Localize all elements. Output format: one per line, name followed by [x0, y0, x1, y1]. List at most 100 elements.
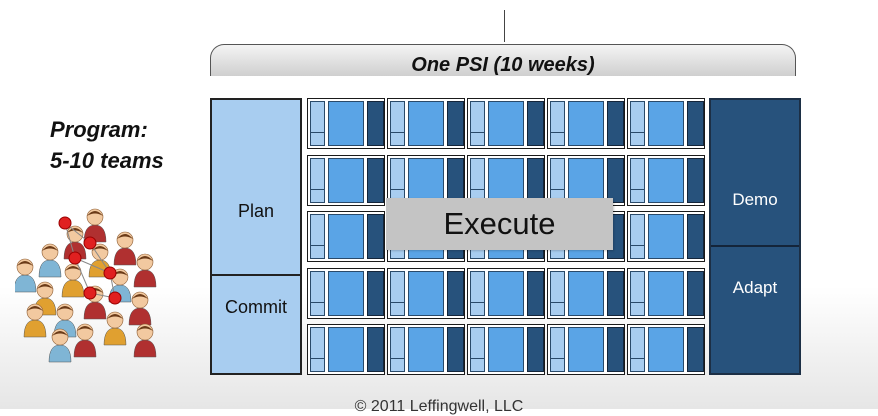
segment-divider [311, 188, 324, 190]
network-node [108, 291, 122, 305]
story-backlog-segment [470, 157, 485, 203]
done-segment [607, 157, 624, 203]
work-segment [488, 157, 524, 203]
brace-stem [504, 10, 505, 42]
story-backlog-segment [310, 270, 325, 316]
network-node [68, 251, 82, 265]
iteration-cell [547, 324, 625, 375]
story-backlog-segment [630, 327, 645, 372]
segment-divider [311, 301, 324, 303]
done-segment [607, 101, 624, 146]
segment-divider [551, 358, 564, 360]
done-segment [447, 101, 464, 146]
done-segment [687, 101, 704, 146]
done-segment [367, 101, 384, 146]
iteration-cell [307, 98, 385, 149]
work-segment [408, 327, 444, 372]
person-icon [133, 323, 157, 358]
team-people-icon [15, 208, 157, 363]
segment-divider [391, 188, 404, 190]
done-segment [527, 101, 544, 146]
work-segment [328, 270, 364, 316]
story-backlog-segment [470, 101, 485, 146]
psi-brace [210, 44, 796, 76]
person-icon [48, 328, 72, 363]
segment-divider [471, 358, 484, 360]
program-title: Program: [50, 117, 148, 142]
story-backlog-segment [310, 157, 325, 203]
demo-box: Demo [711, 100, 799, 247]
iteration-cell [627, 98, 705, 149]
work-segment [488, 101, 524, 146]
iteration-cell [547, 267, 625, 319]
done-segment [687, 157, 704, 203]
done-segment [367, 214, 384, 259]
iteration-cell [627, 267, 705, 319]
iteration-cell [307, 154, 385, 206]
segment-divider [391, 301, 404, 303]
person-icon [61, 263, 85, 298]
iteration-cell [467, 98, 545, 149]
story-backlog-segment [310, 214, 325, 259]
work-segment [408, 157, 444, 203]
story-backlog-segment [550, 270, 565, 316]
done-segment [527, 157, 544, 203]
story-backlog-segment [630, 157, 645, 203]
iteration-cell [307, 267, 385, 319]
commit-label: Commit [225, 297, 287, 317]
segment-divider [471, 132, 484, 134]
story-backlog-segment [630, 214, 645, 259]
iteration-cell [387, 98, 465, 149]
work-segment [328, 327, 364, 372]
work-segment [488, 270, 524, 316]
story-backlog-segment [390, 101, 405, 146]
done-segment [527, 270, 544, 316]
done-segment [447, 327, 464, 372]
segment-divider [631, 301, 644, 303]
story-backlog-segment [550, 101, 565, 146]
network-node [58, 216, 72, 230]
person-icon [83, 208, 107, 243]
work-segment [408, 270, 444, 316]
segment-divider [311, 245, 324, 247]
done-segment [367, 270, 384, 316]
person-icon [133, 253, 157, 288]
iteration-cell [627, 324, 705, 375]
done-segment [367, 327, 384, 372]
iteration-cell [467, 324, 545, 375]
person-icon [23, 303, 47, 338]
story-backlog-segment [390, 157, 405, 203]
work-segment [568, 327, 604, 372]
segment-divider [631, 132, 644, 134]
segment-divider [471, 188, 484, 190]
plan-label: Plan [237, 201, 275, 221]
demo-adapt-column: Demo Adapt [709, 98, 801, 375]
segment-divider [391, 132, 404, 134]
done-segment [527, 327, 544, 372]
iteration-cell [387, 267, 465, 319]
done-segment [447, 270, 464, 316]
story-backlog-segment [390, 270, 405, 316]
done-segment [607, 270, 624, 316]
person-icon [73, 323, 97, 358]
plan-commit-column: Plan Commit [210, 98, 302, 375]
work-segment [568, 101, 604, 146]
story-backlog-segment [630, 101, 645, 146]
segment-divider [311, 132, 324, 134]
segment-divider [471, 301, 484, 303]
iteration-cell [387, 324, 465, 375]
iteration-cell [547, 154, 625, 206]
segment-divider [631, 245, 644, 247]
program-teams: 5-10 teams [50, 148, 164, 173]
iteration-cell [627, 211, 705, 262]
work-segment [408, 101, 444, 146]
segment-divider [551, 188, 564, 190]
work-segment [328, 101, 364, 146]
done-segment [687, 270, 704, 316]
iteration-cell [307, 324, 385, 375]
work-segment [648, 327, 684, 372]
done-segment [607, 327, 624, 372]
network-node [83, 236, 97, 250]
story-backlog-segment [630, 270, 645, 316]
done-segment [687, 214, 704, 259]
